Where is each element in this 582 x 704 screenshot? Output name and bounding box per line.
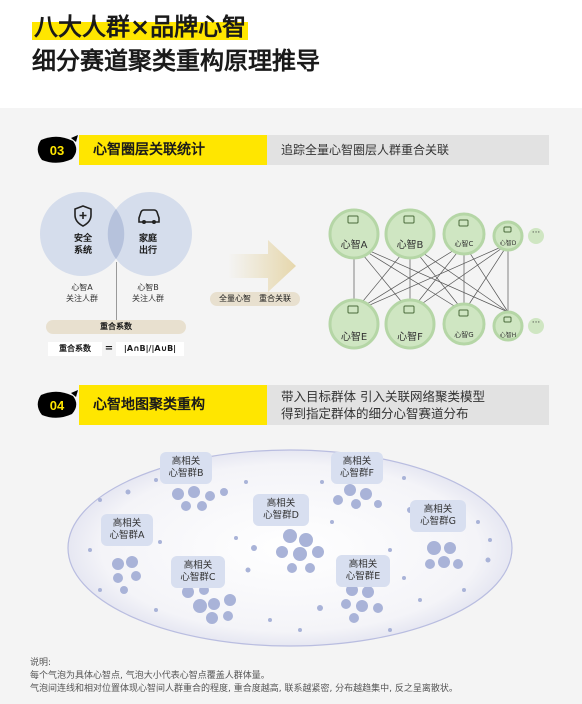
section-04-badge: 04 [37, 390, 78, 418]
section-03-header: 03 心智圈层关联统计 追踪全量心智圈层人群重合关联 [35, 135, 549, 165]
section-04-header: 04 心智地图聚类重构 带入目标群体 引入关联网络聚类模型 得到指定群体的细分心… [35, 385, 549, 425]
node-d [492, 220, 524, 252]
cluster-card-a: 高相关心智群A [101, 514, 153, 546]
formula-left: 重合系数 [48, 342, 102, 356]
node-c [442, 212, 486, 256]
node-label-e: 心智E [340, 332, 368, 343]
venn-overlap [107, 209, 125, 259]
venn-circle-b [108, 192, 192, 276]
section-04-number: 04 [50, 398, 65, 413]
node-label-c: 心智C [454, 240, 474, 248]
section-03-badge: 03 [37, 135, 78, 163]
network-more [528, 228, 544, 334]
cluster-card-d: 高相关心智群D [253, 494, 309, 526]
venn-right-label: 家庭出行 [138, 234, 157, 256]
bubbles [88, 476, 492, 632]
section-03-title: 心智圈层关联统计 [79, 135, 267, 165]
section-04-title: 心智地图聚类重构 [79, 385, 267, 425]
network-nodes [328, 208, 524, 350]
cluster-map [67, 449, 513, 647]
node-label-b: 心智B [396, 240, 424, 251]
page-subtitle: 细分赛道聚类重构原理推导 [32, 47, 320, 75]
section-04-desc: 带入目标群体 引入关联网络聚类模型 得到指定群体的细分心智赛道分布 [267, 385, 549, 425]
formula-equals: = [104, 343, 114, 354]
node-h [492, 310, 524, 342]
node-label-a: 心智A [340, 240, 368, 251]
cluster-card-e: 高相关心智群E [336, 555, 390, 587]
page-title: 八大人群×品牌心智 [32, 13, 249, 41]
formula-right: |A∩B|/|A∪B| [116, 342, 184, 356]
node-label-h: 心智H [499, 332, 517, 339]
cluster-card-f: 高相关心智群F [331, 452, 383, 484]
node-f [384, 298, 436, 350]
notes: 说明: 每个气泡为具体心智点, 气泡大小代表心智点覆盖人群体量。 气泡间连线和相… [30, 658, 458, 694]
node-a [328, 208, 380, 260]
venn-diagram [40, 192, 192, 276]
venn-overlap-line [116, 262, 117, 320]
page-header: 八大人群×品牌心智 细分赛道聚类重构原理推导 [32, 12, 320, 78]
network-edges [353, 243, 509, 313]
cluster-card-g: 高相关心智群G [410, 500, 466, 532]
node-more-bottom: ··· [531, 318, 541, 328]
node-label-g: 心智G [454, 331, 474, 339]
node-glyphs [347, 215, 512, 323]
node-more-top: ··· [531, 228, 541, 238]
node-e [328, 298, 380, 350]
node-g [442, 302, 486, 346]
flow-arrow [228, 240, 296, 292]
section-03-desc: 追踪全量心智圈层人群重合关联 [267, 135, 549, 165]
node-label-d: 心智D [499, 240, 517, 247]
cluster-card-b: 高相关心智群B [160, 452, 212, 484]
cluster-card-c: 高相关心智群C [171, 556, 225, 588]
node-label-f: 心智F [397, 332, 423, 343]
section-03-number: 03 [50, 143, 64, 158]
node-b [384, 208, 436, 260]
venn-left-label: 安全系统 [73, 234, 92, 256]
mind-network [328, 208, 544, 350]
shield-icon [74, 205, 92, 227]
arrow-label: 全量心智 重合关联 [210, 292, 300, 306]
car-icon [138, 209, 160, 224]
overlap-coefficient-pill: 重合系数 [46, 320, 186, 334]
venn-circle-a [40, 192, 124, 276]
